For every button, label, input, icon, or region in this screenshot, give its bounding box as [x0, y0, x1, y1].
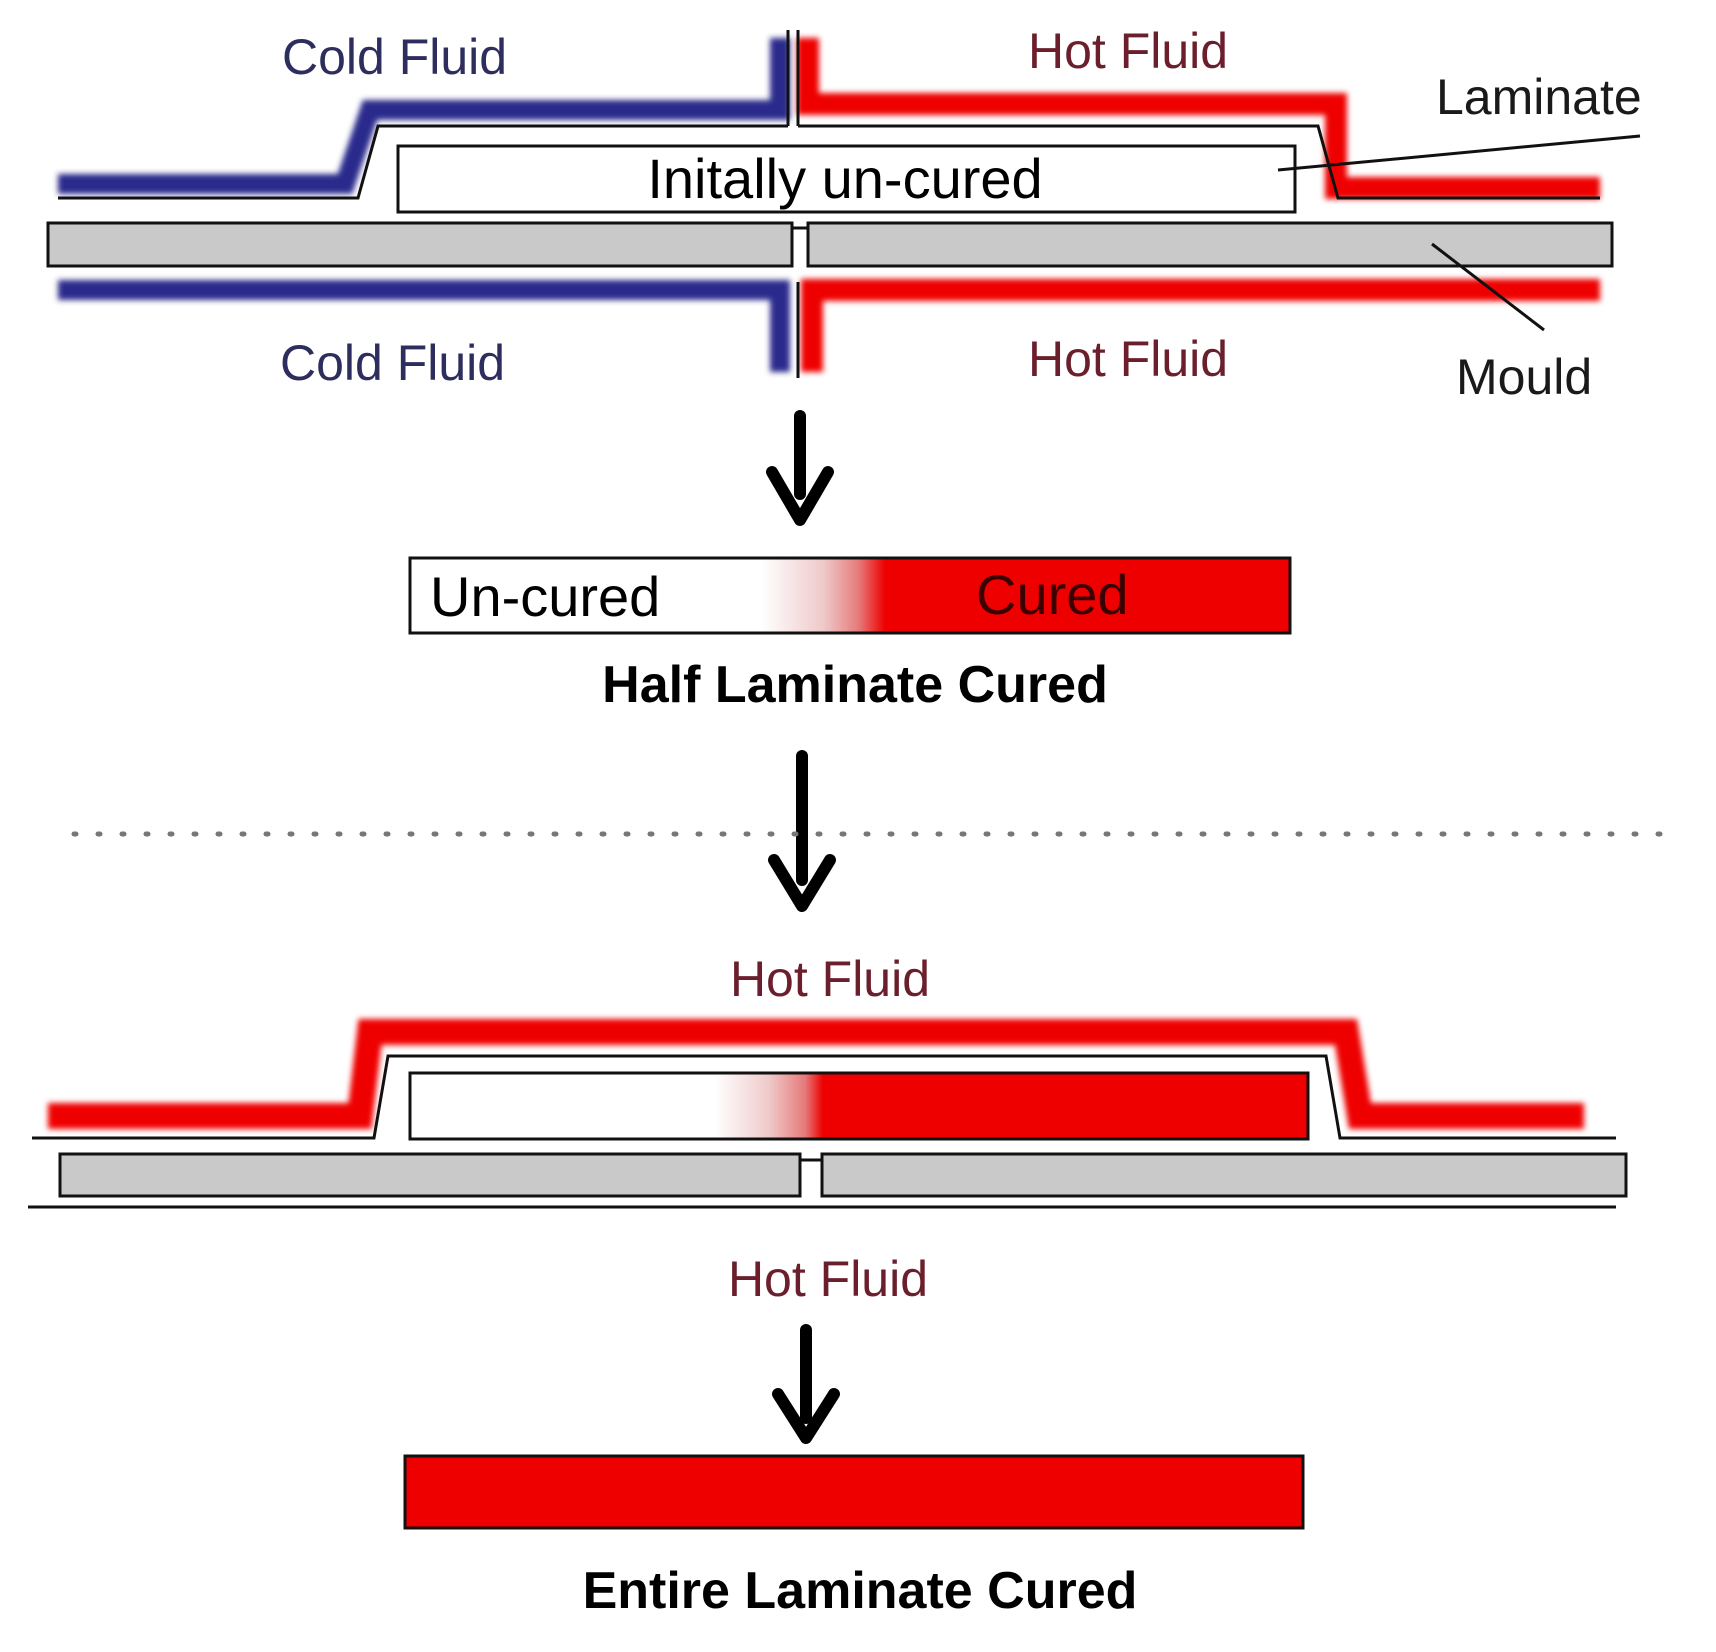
uncured-label: Un-cured [430, 565, 660, 628]
laminate-uncured [396, 144, 1297, 214]
hot-fluid-top-band-stage3 [48, 1019, 1584, 1129]
hot-fluid-bottom-label-stage3: Hot Fluid [728, 1251, 928, 1307]
mould-notch [790, 226, 810, 266]
cold-fluid-bottom-label: Cold Fluid [280, 335, 505, 391]
hot-fluid-top-label-stage3: Hot Fluid [730, 951, 930, 1007]
mould-right [806, 221, 1614, 268]
laminate-leader-line [1277, 134, 1641, 172]
cold-fluid-bottom-band [58, 280, 790, 372]
mould-notch-stage3 [798, 1158, 824, 1196]
stage4-fully-cured: Entire Laminate Cured [403, 1454, 1305, 1620]
hot-fluid-top-label: Hot Fluid [1028, 23, 1228, 79]
laminate-label: Laminate [1436, 69, 1642, 125]
cured-label: Cured [976, 563, 1129, 626]
mould-right-stage3 [820, 1152, 1628, 1198]
fully-cured-caption: Entire Laminate Cured [583, 1562, 1138, 1620]
vacuum-bag-outline-stage3 [32, 1054, 1616, 1140]
vacuum-bag-outline [58, 30, 1600, 200]
stage1-setup: Initally un-cured Cold Fluid Hot Fluid L… [46, 23, 1642, 405]
stage3-hot-cure: Hot Fluid Hot Fluid [28, 951, 1628, 1307]
laminate-state-label: Initally un-cured [647, 147, 1042, 210]
half-cured-caption: Half Laminate Cured [602, 656, 1108, 714]
stage2-half-cured: Un-cured Cured Half Laminate Cured [408, 556, 1292, 714]
hot-fluid-top-band [797, 38, 1600, 199]
laminate-half-cured [408, 556, 1292, 635]
arrow-down-icon [766, 410, 834, 526]
hot-fluid-bottom-label: Hot Fluid [1028, 331, 1228, 387]
mould-left-stage3 [58, 1152, 802, 1198]
cold-fluid-top-label: Cold Fluid [282, 29, 507, 85]
mould-left [46, 221, 794, 268]
cold-fluid-top-band [58, 38, 790, 194]
hot-fluid-bottom-band [801, 279, 1600, 372]
laminate-fully-cured [403, 1454, 1305, 1530]
arrow-down-icon [768, 750, 836, 912]
arrow-down-icon [772, 1324, 840, 1444]
mould-label: Mould [1456, 349, 1592, 405]
laminate-partially-cured [408, 1071, 1310, 1141]
mould-leader-line [1431, 242, 1545, 332]
